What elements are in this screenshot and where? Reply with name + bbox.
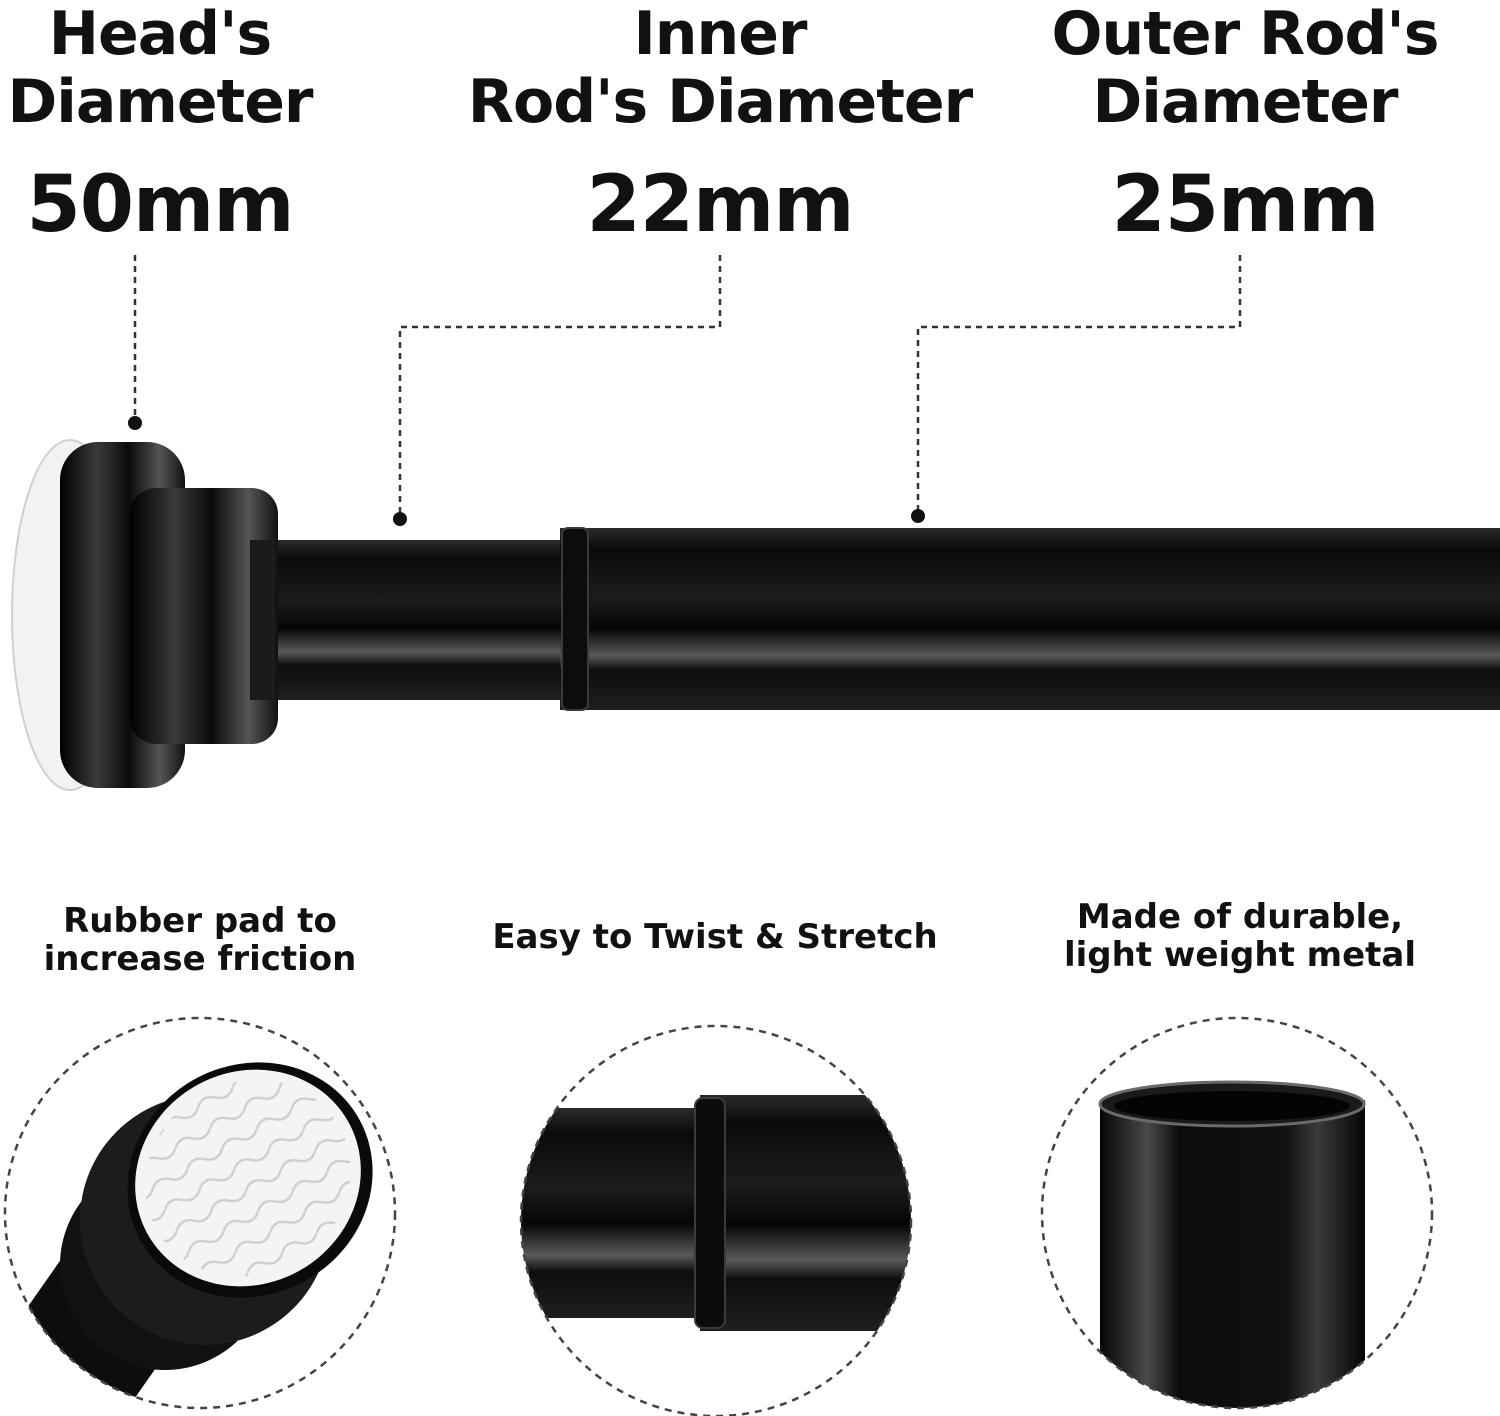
metal-detail-border <box>1040 1016 1434 1410</box>
outer-rod <box>560 528 1500 710</box>
inner-rod-callout-line <box>398 255 722 518</box>
twist-outer-rod <box>700 1095 911 1331</box>
metal-detail <box>1040 1016 1434 1410</box>
callout-lines <box>133 255 1242 518</box>
twist-joint <box>694 1097 726 1329</box>
metal-caption: Made of durable, light weight metal <box>1030 898 1450 974</box>
metal-tube <box>1100 1100 1365 1408</box>
inner-rod-diameter-value: 22mm <box>586 160 854 250</box>
outer-rod-diameter-title-line-2: Diameter <box>1092 67 1398 137</box>
metal-caption-line-2: light weight metal <box>1063 935 1417 975</box>
twist-caption: Easy to Twist & Stretch <box>470 918 960 956</box>
inner-rod-diameter-title-line-2: Rod's Diameter <box>467 67 973 137</box>
inner-rod-diameter-title: Inner Rod's Diameter <box>440 0 1000 136</box>
twist-caption-line-1: Easy to Twist & Stretch <box>492 917 938 957</box>
rubber-pad-detail-border <box>3 1016 397 1410</box>
rod-joint <box>561 527 589 711</box>
tension-rod <box>11 439 1500 791</box>
metal-caption-line-1: Made of durable, <box>1076 897 1404 937</box>
rubber-pad-caption-line-1: Rubber pad to <box>63 901 337 941</box>
rod-head-inner <box>130 488 278 744</box>
rubber-pad-detail <box>3 1016 397 1410</box>
head-diameter-title: Head's Diameter <box>0 0 320 136</box>
outer-rod-diameter-label: Outer Rod's Diameter 25mm <box>1010 0 1480 248</box>
twist-detail <box>519 1024 913 1416</box>
outer-rod-callout-dot <box>911 509 925 523</box>
twist-detail-border <box>519 1024 913 1416</box>
head-callout-dot <box>128 416 142 430</box>
inner-rod-diameter-label: Inner Rod's Diameter 22mm <box>440 0 1000 248</box>
outer-rod-diameter-value: 25mm <box>1111 160 1379 250</box>
inner-rod <box>250 540 580 700</box>
outer-rod-diameter-title-line-1: Outer Rod's <box>1051 0 1439 69</box>
head-diameter-value: 50mm <box>26 160 294 250</box>
inner-rod-diameter-title-line-1: Inner <box>633 0 807 69</box>
rubber-pad-caption-line-2: increase friction <box>43 939 357 979</box>
head-diameter-title-line-1: Head's <box>48 0 272 69</box>
wave-texture <box>145 1079 351 1277</box>
rubber-pad-caption: Rubber pad to increase friction <box>20 902 380 978</box>
outer-rod-callout-line <box>916 255 1242 515</box>
rod-head-neck <box>250 540 272 700</box>
inner-rod-callout-dot <box>393 512 407 526</box>
head-diameter-title-line-2: Diameter <box>7 67 313 137</box>
head-diameter-label: Head's Diameter 50mm <box>0 0 320 248</box>
outer-rod-diameter-title: Outer Rod's Diameter <box>1010 0 1480 136</box>
